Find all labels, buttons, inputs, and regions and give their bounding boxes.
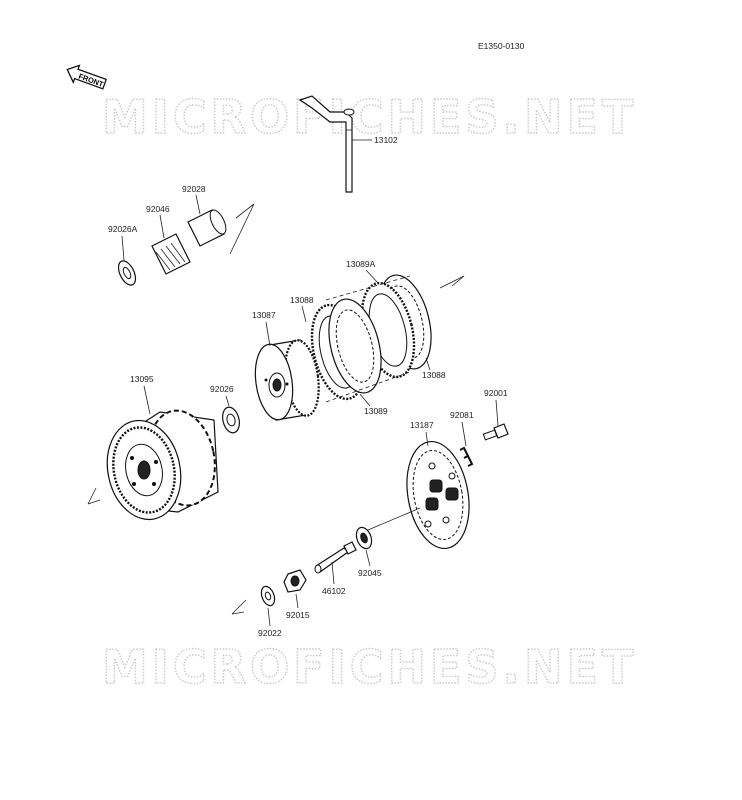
label-92045: 92045	[358, 568, 382, 578]
watermark-top: MICROFICHES.NET	[102, 90, 637, 144]
spring-92081	[459, 446, 474, 467]
label-92028: 92028	[182, 184, 206, 194]
label-92015: 92015	[286, 610, 310, 620]
sleeve-92028	[187, 209, 227, 247]
label-92001: 92001	[484, 388, 508, 398]
label-92026: 92026	[210, 384, 234, 394]
clutch-housing-13095	[106, 409, 219, 521]
label-13087: 13087	[252, 310, 276, 320]
label-13102: 13102	[374, 135, 398, 145]
label-13088-upper: 13088	[290, 295, 314, 305]
needle-bearing-92046	[151, 233, 191, 275]
label-92046: 92046	[146, 204, 170, 214]
front-arrow-icon: FRONT	[66, 64, 108, 90]
washer-92026	[222, 406, 240, 434]
label-92026A: 92026A	[108, 224, 138, 234]
push-rod-46102	[314, 541, 357, 574]
plate-13089	[328, 298, 382, 394]
washer-92026A	[117, 260, 137, 286]
label-13089: 13089	[364, 406, 388, 416]
label-92022: 92022	[258, 628, 282, 638]
label-13089A: 13089A	[346, 259, 376, 269]
clutch-release-shaft	[298, 95, 355, 193]
label-92081: 92081	[450, 410, 474, 420]
pressure-plate-13187	[406, 440, 470, 550]
bolt-92001	[482, 423, 509, 441]
label-13187: 13187	[410, 420, 434, 430]
nut-92015	[283, 569, 307, 593]
watermark-bottom: MICROFICHES.NET	[102, 640, 637, 694]
label-13095: 13095	[130, 374, 154, 384]
washer-92022	[260, 585, 276, 607]
diagram-code: E1350-0130	[478, 41, 525, 51]
label-46102: 46102	[322, 586, 346, 596]
clutch-hub-13087	[254, 339, 320, 421]
label-13088-lower: 13088	[422, 370, 446, 380]
bearing-92045	[355, 526, 373, 550]
